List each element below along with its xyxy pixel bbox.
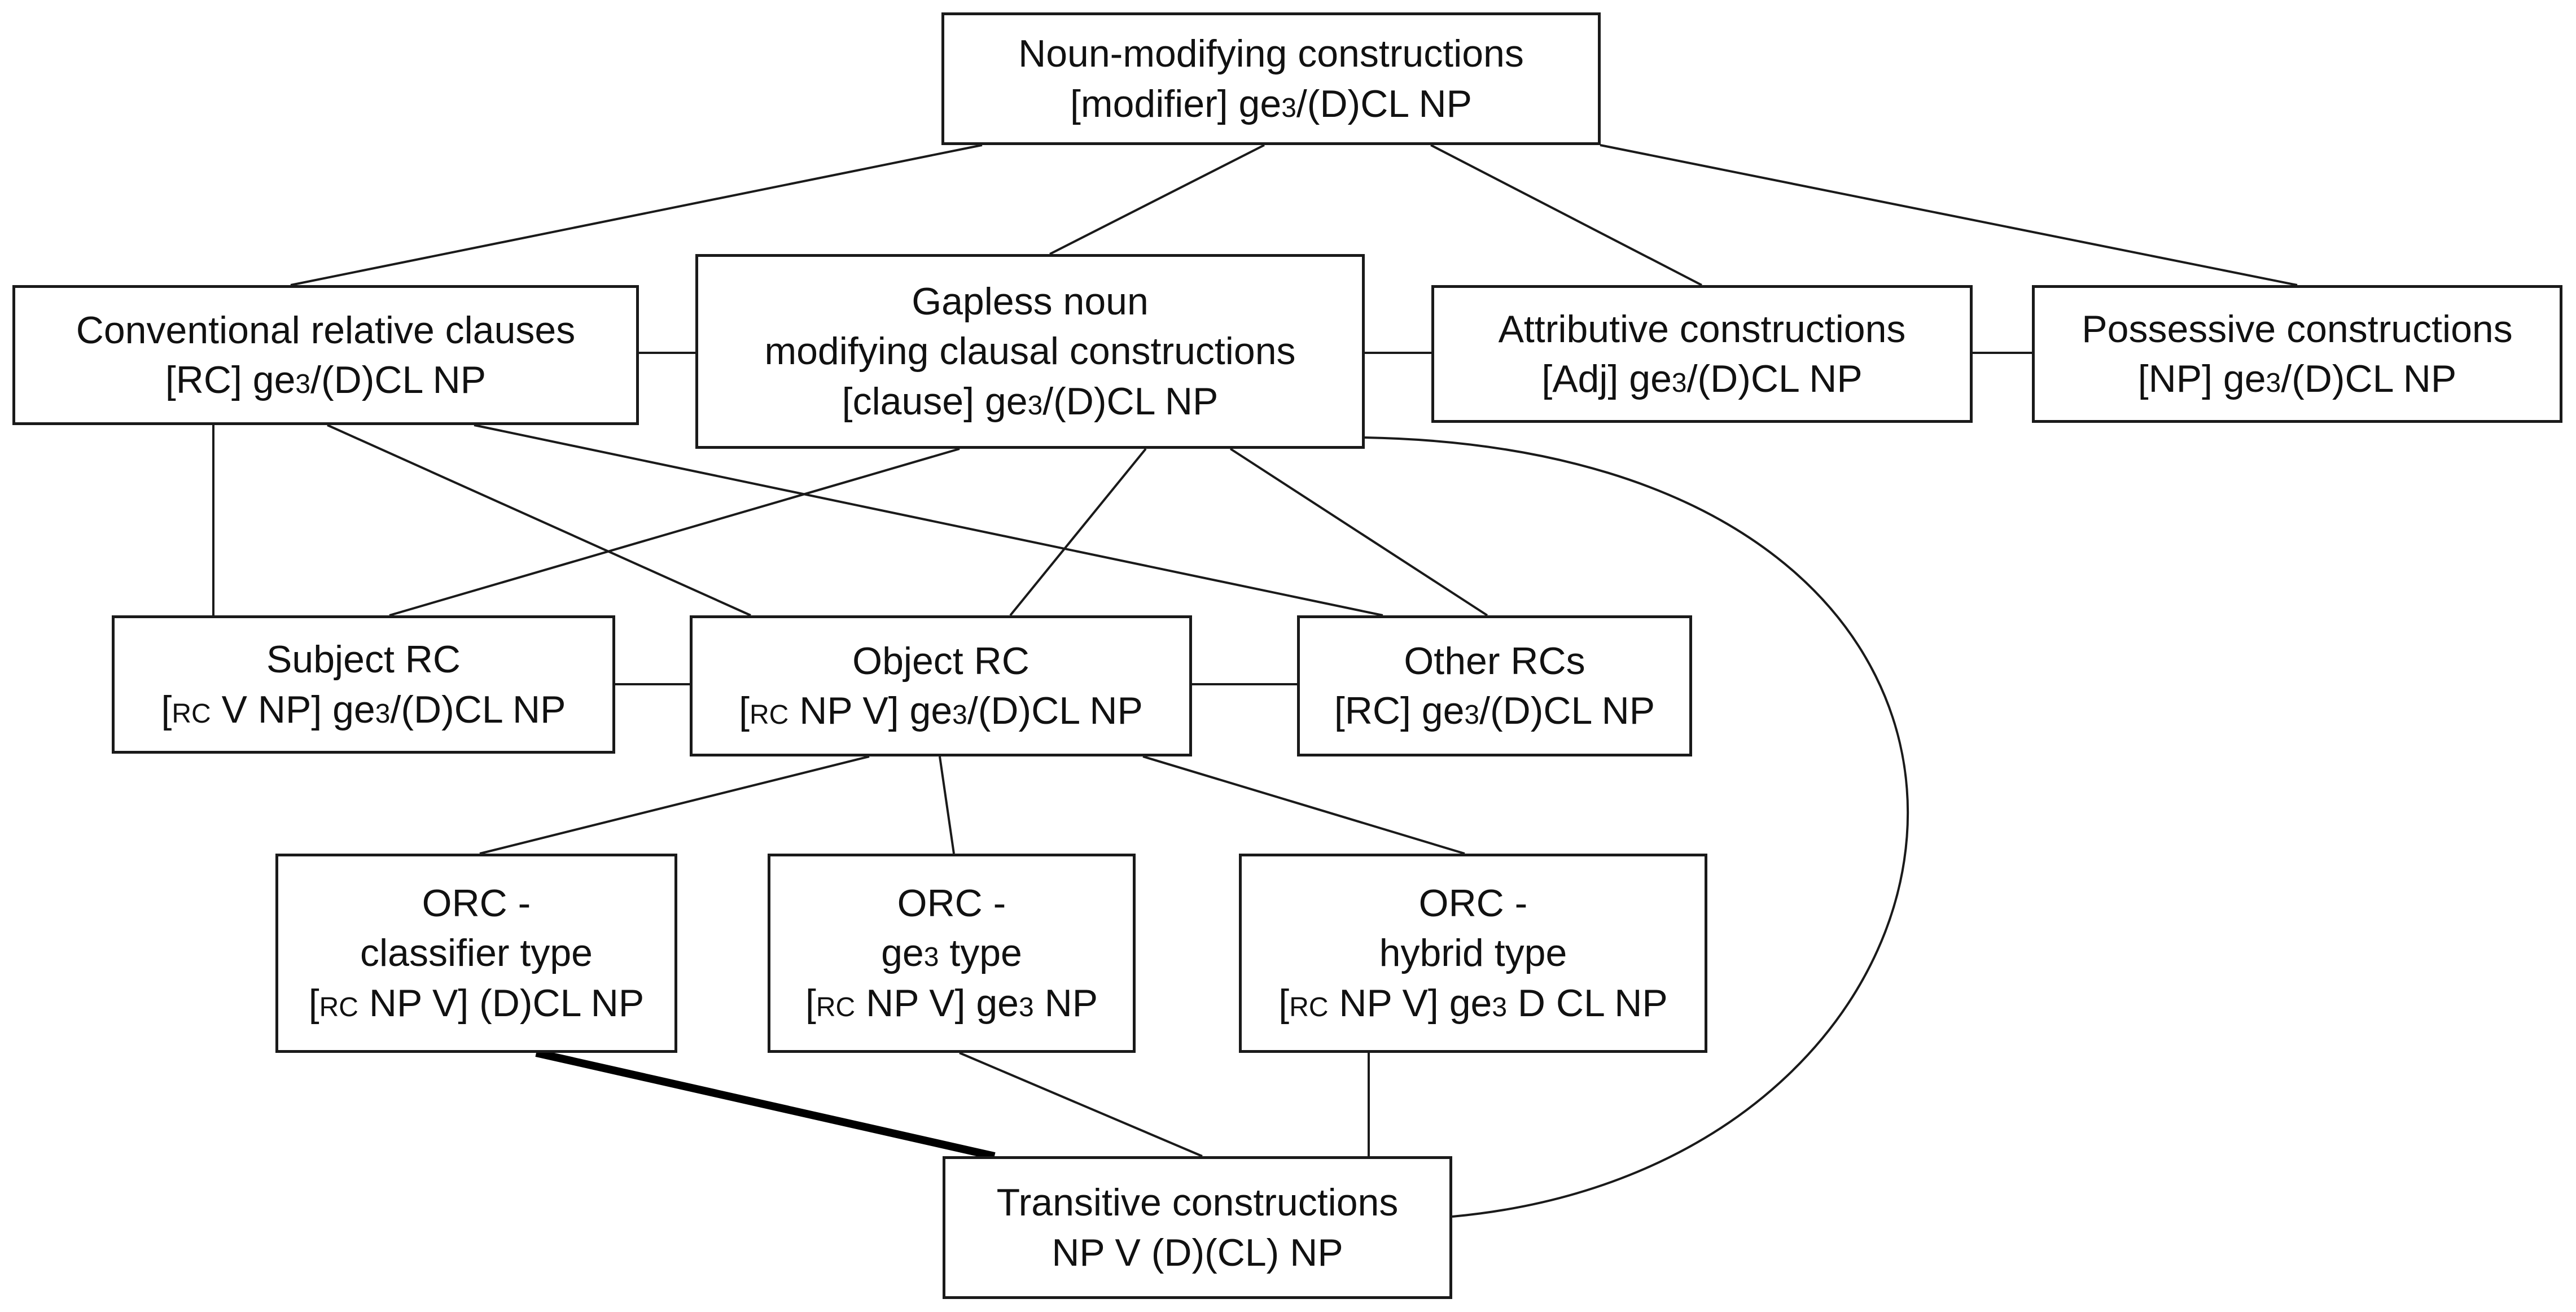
node-orc-hybrid-type: ORC - hybrid type [RC NP V] ge3 D CL NP xyxy=(1239,854,1707,1053)
node-orc-ge3-type: ORC - ge3 type [RC NP V] ge3 NP xyxy=(768,854,1136,1053)
node-title: Attributive constructions xyxy=(1498,307,1906,351)
node-formula: [RC NP V] ge3 D CL NP xyxy=(1278,981,1668,1025)
node-title-line2: ge3 type xyxy=(881,931,1022,975)
edge-orcge3-transitive xyxy=(959,1052,1203,1157)
node-formula: [NP] ge3/(D)CL NP xyxy=(2137,357,2457,400)
edge-convrc-objectrc xyxy=(327,424,751,616)
node-title: Noun-modifying constructions xyxy=(1018,32,1524,76)
node-orc-classifier-type: ORC - classifier type [RC NP V] (D)CL NP xyxy=(275,854,677,1053)
node-formula: [RC] ge3/(D)CL NP xyxy=(165,358,487,401)
edge-orcclassifier-transitive xyxy=(535,1049,996,1160)
node-title-line2: classifier type xyxy=(360,931,593,975)
edge-nounmod-convrc xyxy=(290,144,983,286)
edge-gapless-transitive-curve xyxy=(1364,436,1909,1218)
node-title: Subject RC xyxy=(266,638,461,681)
edge-gapless-objectrc xyxy=(1009,448,1147,616)
node-possessive-constructions: Possessive constructions [NP] ge3/(D)CL … xyxy=(2032,285,2562,423)
node-formula: [RC NP V] (D)CL NP xyxy=(308,981,645,1025)
node-title: Object RC xyxy=(852,639,1029,683)
edge-objectrc-orcclassifier xyxy=(479,755,870,855)
node-formula: [Adj] ge3/(D)CL NP xyxy=(1541,357,1863,400)
node-formula: [modifier] ge3/(D)CL NP xyxy=(1070,82,1472,125)
node-formula: [RC] ge3/(D)CL NP xyxy=(1334,689,1655,732)
node-title: Possessive constructions xyxy=(2082,307,2513,351)
node-subject-rc: Subject RC [RC V NP] ge3/(D)CL NP xyxy=(112,615,615,754)
node-title-line2: modifying clausal constructions xyxy=(764,330,1296,373)
node-formula: NP V (D)(CL) NP xyxy=(1052,1231,1343,1274)
edge-nounmod-gapless xyxy=(1049,144,1265,255)
edge-gapless-subjectrc xyxy=(389,448,960,616)
edge-nounmod-attributive xyxy=(1430,144,1702,286)
edge-convrc-otherrc xyxy=(474,424,1383,616)
node-formula: [RC V NP] ge3/(D)CL NP xyxy=(161,688,566,731)
node-title-line1: ORC - xyxy=(897,881,1006,925)
node-other-rcs: Other RCs [RC] ge3/(D)CL NP xyxy=(1297,615,1692,756)
edge-objectrc-orcge3 xyxy=(939,756,955,854)
node-formula: [RC NP V] ge3/(D)CL NP xyxy=(739,689,1143,732)
node-title-line1: ORC - xyxy=(1418,881,1528,925)
edge-gapless-otherrc xyxy=(1229,448,1488,616)
node-title: Conventional relative clauses xyxy=(76,308,576,352)
node-transitive-constructions: Transitive constructions NP V (D)(CL) NP xyxy=(943,1156,1452,1299)
node-title-line1: Gapless noun xyxy=(912,279,1149,323)
node-title-line2: hybrid type xyxy=(1379,931,1567,975)
node-noun-modifying-constructions: Noun-modifying constructions [modifier] … xyxy=(941,12,1601,145)
node-object-rc: Object RC [RC NP V] ge3/(D)CL NP xyxy=(690,615,1192,756)
node-formula: [clause] ge3/(D)CL NP xyxy=(842,379,1219,423)
node-gapless-noun-modifying: Gapless noun modifying clausal construct… xyxy=(695,254,1365,449)
node-title: Transitive constructions xyxy=(996,1181,1399,1224)
node-title: Other RCs xyxy=(1404,639,1585,683)
node-conventional-relative-clauses: Conventional relative clauses [RC] ge3/(… xyxy=(12,285,639,425)
node-title-line1: ORC - xyxy=(422,881,531,925)
edge-nounmod-possessive xyxy=(1600,144,2298,286)
edge-objectrc-orchybrid xyxy=(1142,755,1465,855)
node-formula: [RC NP V] ge3 NP xyxy=(805,981,1098,1025)
node-attributive-constructions: Attributive constructions [Adj] ge3/(D)C… xyxy=(1431,285,1973,423)
